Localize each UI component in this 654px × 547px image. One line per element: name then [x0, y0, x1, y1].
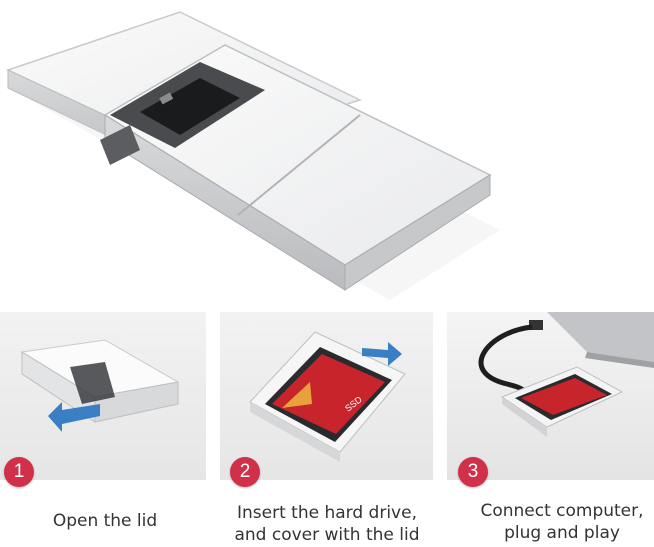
arrow-left-icon — [48, 402, 100, 432]
step-3-caption: Connect computer, plug and play — [470, 500, 654, 544]
step-2-badge: 2 — [230, 457, 260, 487]
step-3-image — [447, 312, 654, 480]
step-1-badge: 1 — [4, 457, 34, 487]
step-1-caption: Open the lid — [30, 510, 180, 532]
step-2-caption-text: Insert the hard drive, and cover with th… — [234, 503, 420, 545]
step-2-caption: Insert the hard drive, and cover with th… — [222, 502, 432, 546]
step-1-image — [0, 312, 206, 480]
step-3-badge: 3 — [458, 457, 488, 487]
step-2-image: SSD — [220, 312, 433, 480]
step-1-caption-text: Open the lid — [52, 511, 158, 531]
step-3-caption-text: Connect computer, plug and play — [480, 501, 644, 543]
arrow-right-icon — [362, 342, 402, 366]
hero-enclosure-image — [5, 11, 492, 291]
